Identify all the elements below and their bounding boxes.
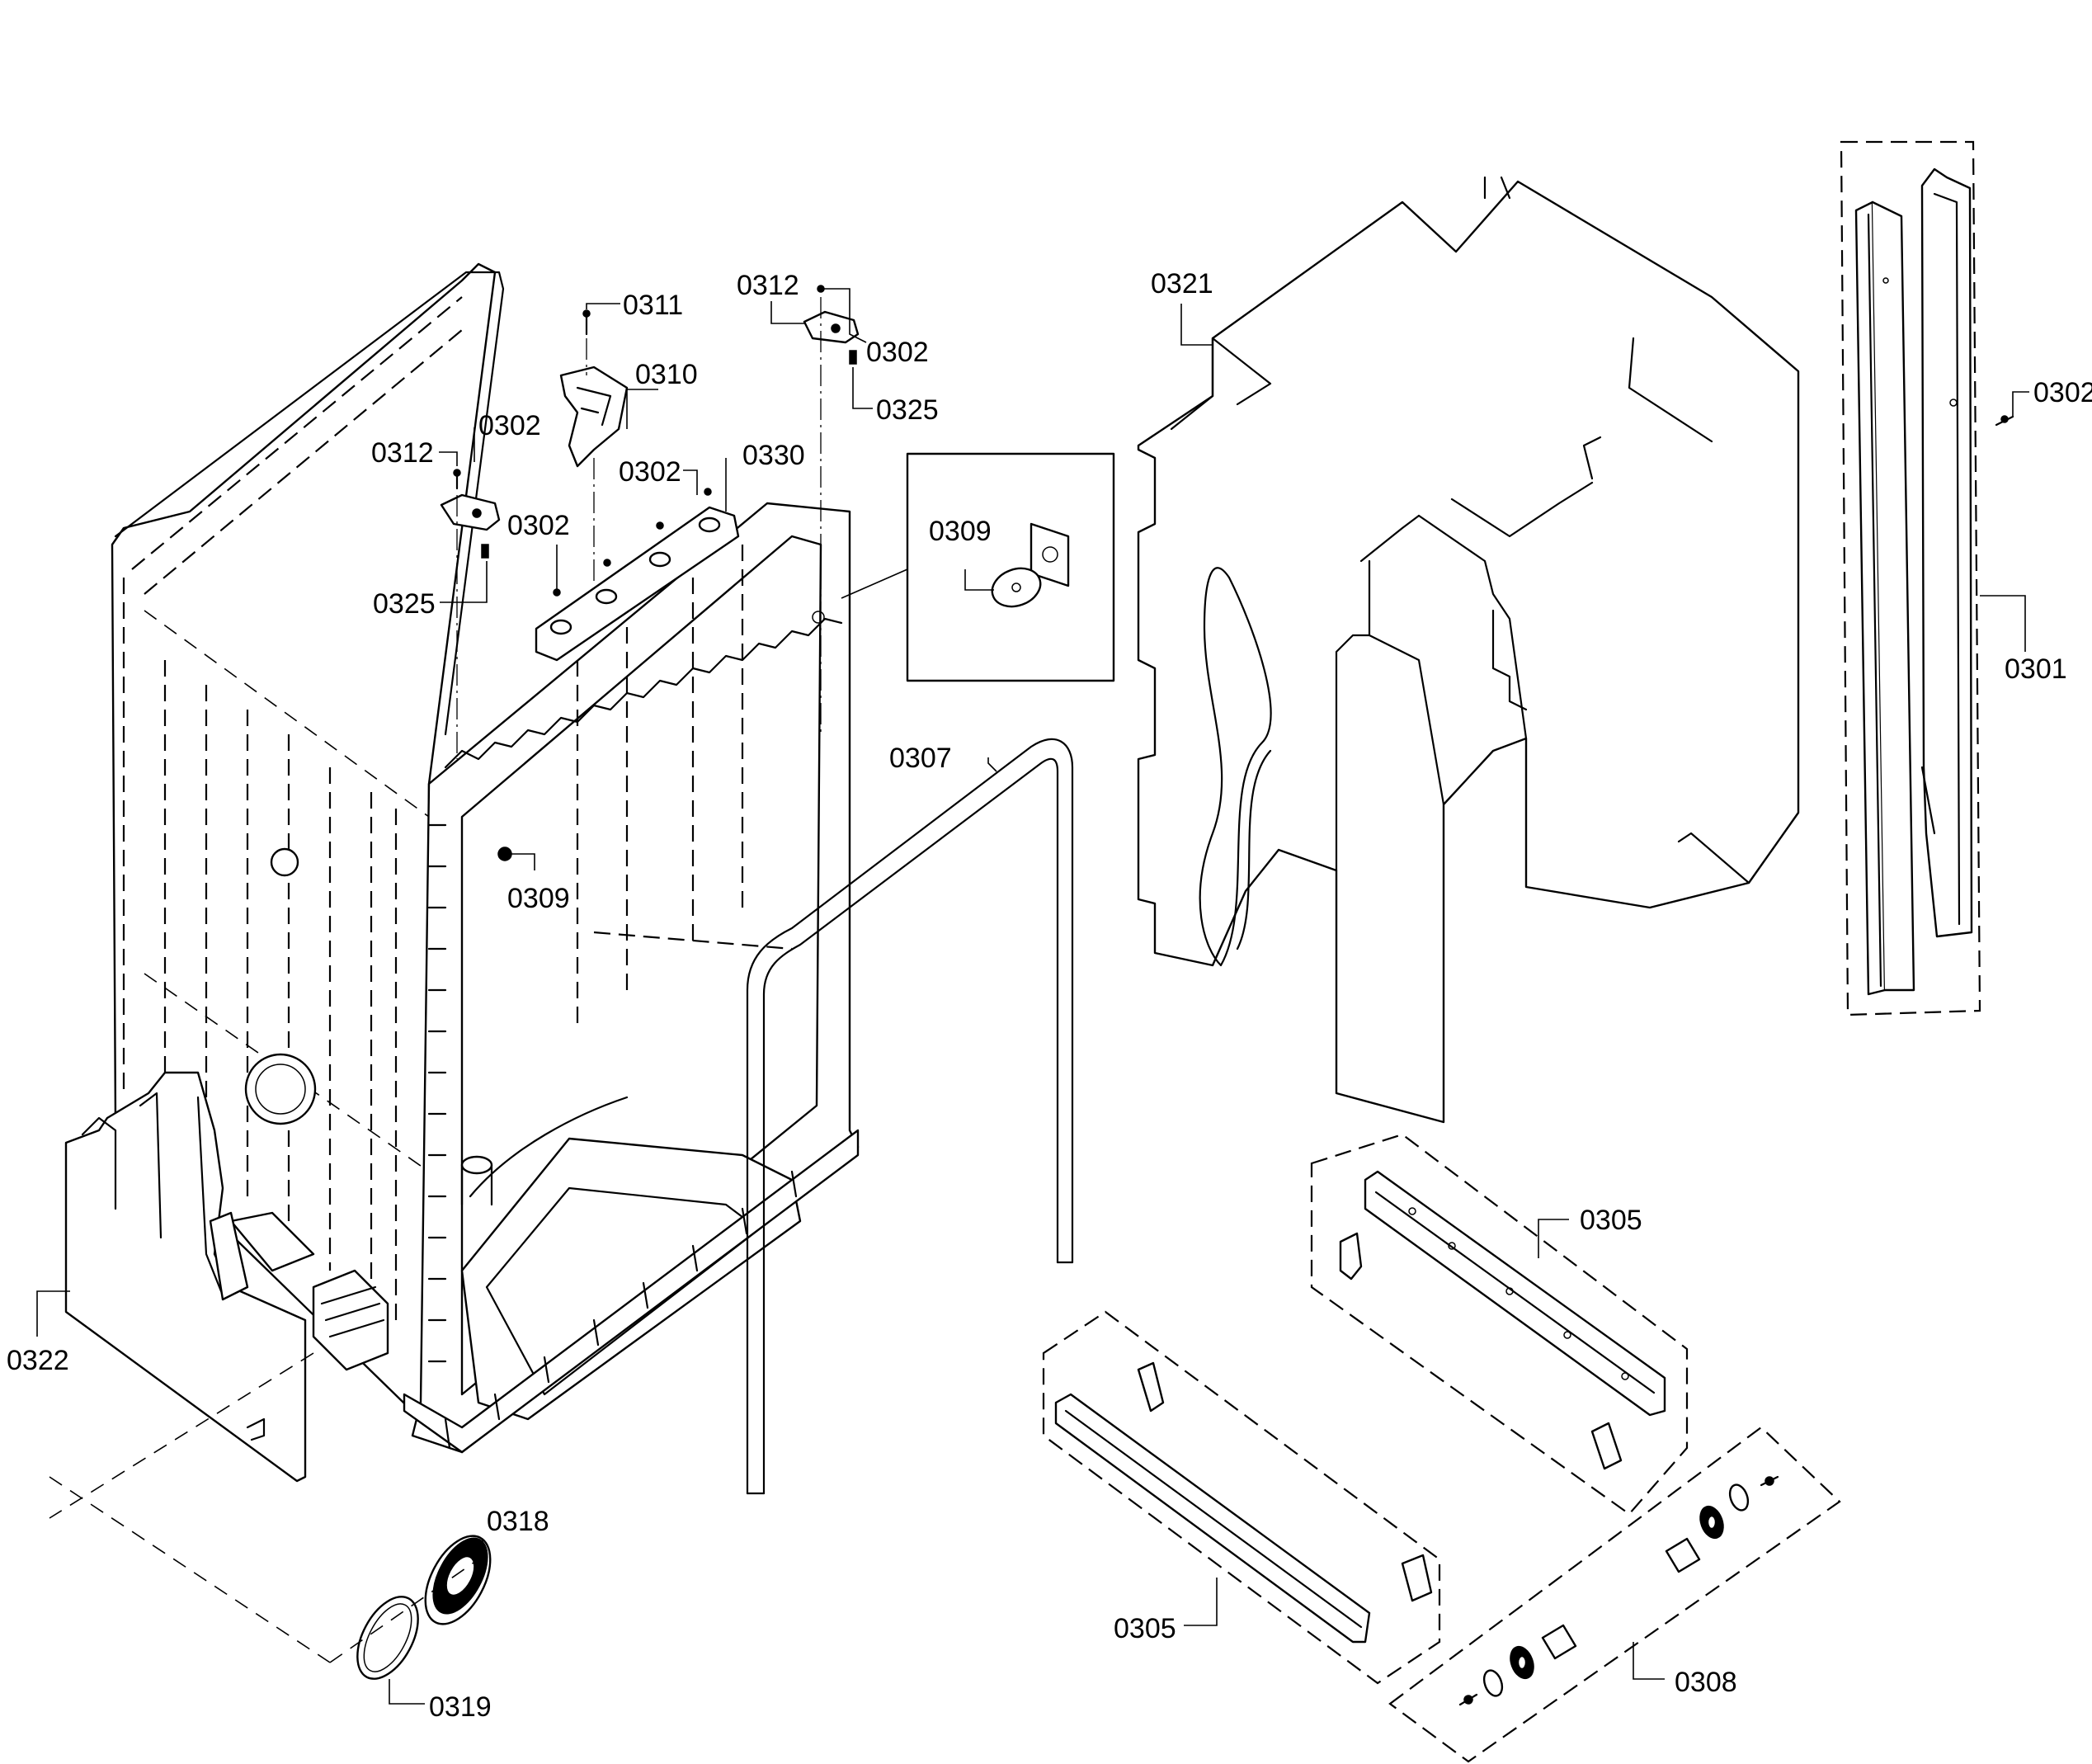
part-0310-hinge-bracket (559, 309, 629, 468)
callout-labels: 0311 0310 0312 0302 0325 0302 0302 0330 … (7, 268, 2092, 1723)
label-0310: 0310 (635, 359, 698, 390)
label-0311: 0311 (623, 290, 683, 321)
part-0321-insulation-blanket (1137, 176, 1800, 1124)
label-0309-tub: 0309 (507, 883, 570, 914)
part-0305-rail-upper (1310, 1133, 1689, 1516)
leader-lines (36, 288, 2029, 1705)
part-0305-rail-lower (1042, 1310, 1441, 1685)
label-0321: 0321 (1151, 268, 1213, 300)
part-0318-pump-cover (424, 1535, 492, 1625)
label-0302-center: 0302 (619, 456, 681, 488)
label-0305-lower: 0305 (1114, 1613, 1176, 1644)
part-0307-door-gasket (746, 738, 1074, 1495)
label-0302-left-lower: 0302 (507, 510, 570, 541)
label-0325-left: 0325 (373, 588, 436, 620)
label-0302-left-upper: 0302 (478, 410, 541, 441)
label-0301: 0301 (2005, 653, 2067, 685)
label-0318: 0318 (487, 1506, 549, 1537)
label-0307: 0307 (889, 743, 952, 774)
label-0302-right: 0302 (866, 337, 929, 368)
label-0308: 0308 (1675, 1667, 1737, 1698)
part-0309-detail-inset (841, 452, 1115, 682)
label-0330: 0330 (742, 440, 805, 471)
label-0325-right: 0325 (876, 394, 939, 426)
label-0305-upper: 0305 (1580, 1205, 1642, 1236)
label-0309-inset: 0309 (929, 516, 992, 547)
label-0302-far-right: 0302 (2033, 377, 2092, 408)
part-0322-panel (64, 1071, 307, 1483)
part-0330-top-plate (535, 488, 740, 662)
label-0312-right: 0312 (737, 270, 799, 301)
label-0312-left: 0312 (371, 437, 434, 469)
label-0322: 0322 (7, 1345, 69, 1376)
part-0319-seal-ring (356, 1596, 419, 1680)
part-0308-wheel-set (1388, 1426, 1841, 1763)
label-0319: 0319 (429, 1691, 492, 1723)
part-0312-hinge-plate-left (440, 493, 501, 531)
part-0301-side-trim-group (1840, 140, 1981, 1016)
